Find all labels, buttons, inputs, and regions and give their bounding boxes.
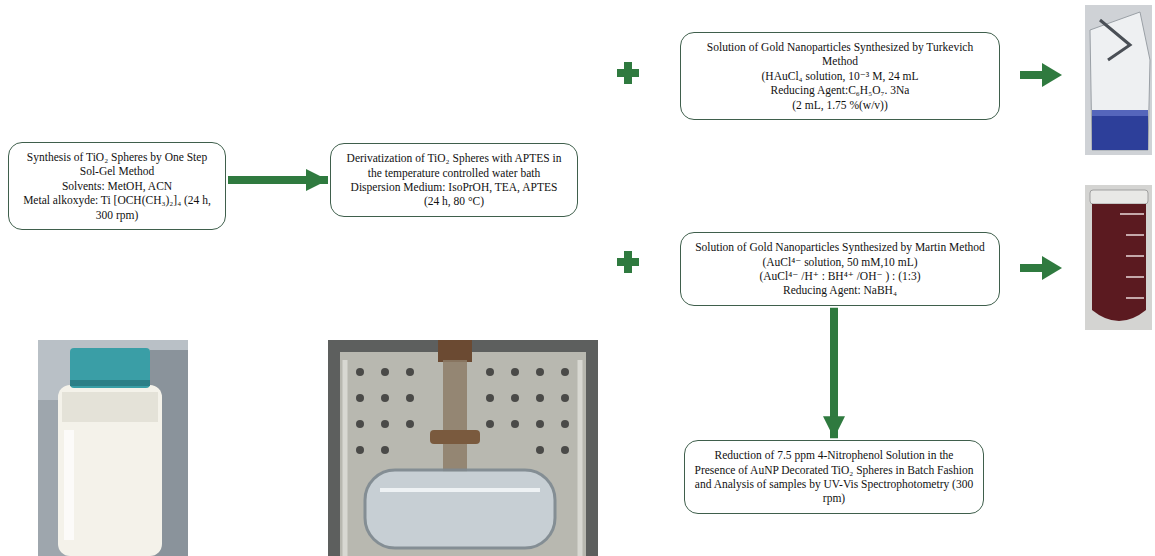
plus-sign (617, 62, 639, 84)
process-box: Solution of Gold Nanoparticles Synthesiz… (680, 32, 1000, 120)
box-text: (AuCl⁴⁻ /H⁺ : BH⁴⁺ /OH⁻ ) : (1:3) (690, 269, 990, 283)
box-text: Derivatization of TiO₂ Spheres with APTE… (340, 151, 568, 180)
bottle-photo (38, 340, 188, 556)
flow-arrow (228, 176, 328, 184)
box-text: Synthesis of TiO₂ Spheres by One Step So… (18, 150, 216, 179)
box-text: Dispersion Medium: IsoPrOH, TEA, APTES (340, 180, 568, 194)
red-solution-photo (1085, 185, 1152, 330)
box-text: (24 h, 80 °C) (340, 194, 568, 208)
photo-arrow (1020, 63, 1062, 87)
box-text: Solution of Gold Nanoparticles Synthesiz… (690, 240, 990, 254)
box-text: (HAuCl₄ solution, 10⁻³ M, 24 mL (690, 69, 990, 83)
box-text: Reduction of 7.5 ppm 4-Nitrophenol Solut… (694, 448, 974, 506)
process-box: Solution of Gold Nanoparticles Synthesiz… (680, 232, 1000, 306)
photo-arrow (1020, 256, 1062, 280)
plus-sign (617, 251, 639, 273)
box-text: Reducing Agent:C₆H₅O₇. 3Na (690, 83, 990, 97)
process-box: Derivatization of TiO₂ Spheres with APTE… (330, 143, 578, 217)
box-text: Reducing Agent: NaBH₄ (690, 283, 990, 297)
blue-solution-photo (1085, 5, 1152, 155)
process-box: Synthesis of TiO₂ Spheres by One Step So… (8, 142, 226, 230)
flow-arrow (830, 308, 838, 439)
box-text: (AuCl⁴⁻ solution, 50 mM,10 mL) (690, 255, 990, 269)
process-box: Reduction of 7.5 ppm 4-Nitrophenol Solut… (684, 440, 984, 514)
box-text: (2 mL, 1.75 %(w/v)) (690, 98, 990, 112)
water-bath-photo (328, 340, 598, 556)
box-text: Metal alkoxyde: Ti [OCH(CH₃)₂]₄ (24 h, 3… (18, 193, 216, 222)
box-text: Solvents: MetOH, ACN (18, 179, 216, 193)
box-text: Solution of Gold Nanoparticles Synthesiz… (690, 40, 990, 69)
